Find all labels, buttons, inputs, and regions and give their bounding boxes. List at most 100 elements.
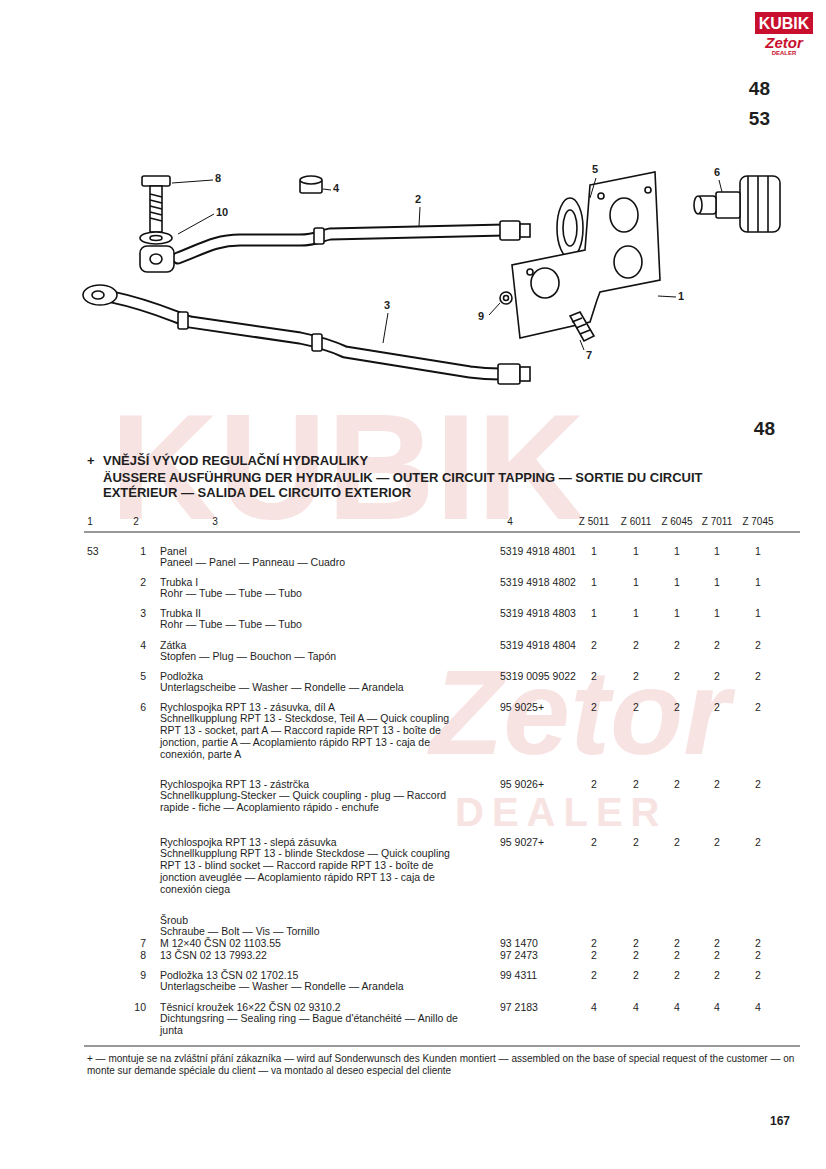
quantity-cell: 2 — [665, 937, 689, 949]
quantity-cell: 4 — [624, 1001, 648, 1013]
heading-mark: + — [87, 453, 95, 468]
quantity-cell: 2 — [746, 969, 770, 981]
quantity-cell: 2 — [705, 949, 729, 961]
part-number: 95 9026+ — [500, 778, 544, 790]
quantity-cell: 1 — [746, 607, 770, 619]
part-number: 95 9025+ — [500, 701, 544, 713]
column-header: 4 — [500, 516, 520, 527]
column-header: Z 5011 — [574, 516, 614, 527]
logo-box — [755, 12, 813, 34]
column-header: Z 6045 — [657, 516, 697, 527]
quantity-cell: 1 — [746, 545, 770, 557]
quantity-cell: 2 — [624, 670, 648, 682]
item-number: 5 — [122, 670, 146, 682]
quantity-cell: 2 — [705, 639, 729, 651]
callout-number: 9 — [478, 310, 484, 322]
quantity-cell: 2 — [665, 701, 689, 713]
quantity-cell: 1 — [705, 576, 729, 588]
column-header: 2 — [126, 516, 146, 527]
column-header: Z 7011 — [697, 516, 737, 527]
callout-number: 6 — [714, 166, 720, 178]
part-name: Těsnicí kroužek 16×22 ČSN 02 9310.2 — [160, 1001, 480, 1013]
quantity-cell: 2 — [624, 949, 648, 961]
fittings — [83, 172, 780, 384]
part-translation: Paneel — Panel — Panneau — Cuadro — [160, 556, 460, 568]
quantity-cell: 4 — [582, 1001, 606, 1013]
part-name: Rychlospojka RPT 13 - zásuvka, díl A — [160, 701, 480, 713]
item-number: 2 — [122, 576, 146, 588]
section-number: 48 — [720, 78, 770, 100]
quantity-cell: 2 — [582, 836, 606, 848]
quantity-cell: 2 — [665, 670, 689, 682]
table-cell: 53 — [87, 545, 99, 557]
callout-number: 3 — [384, 299, 390, 311]
quantity-cell: 2 — [582, 949, 606, 961]
quantity-cell: 2 — [746, 639, 770, 651]
logo-text: Zetor — [756, 35, 812, 51]
item-number: 6 — [122, 701, 146, 713]
leader-lines — [172, 178, 722, 350]
quantity-cell: 4 — [705, 1001, 729, 1013]
part-translation: Dichtungsring — Sealing ring — Bague d'é… — [160, 1012, 460, 1036]
callout-number: 7 — [586, 349, 592, 361]
part-name: Rychlospojka RPT 13 - zástrčka — [160, 778, 480, 790]
item-number: 3 — [122, 607, 146, 619]
logo-text: DEALER — [756, 50, 812, 57]
quantity-cell: 2 — [665, 949, 689, 961]
callout-number: 2 — [415, 193, 421, 205]
callout-number: 5 — [592, 163, 598, 175]
part-translation: Schraube — Bolt — Vis — Tornillo — [160, 925, 460, 937]
part-number: 5319 4918 4803 — [500, 607, 576, 619]
heading-title: VNĚJŠÍ VÝVOD REGULAČNÍ HYDRAULIKY — [103, 453, 368, 468]
quantity-cell: 4 — [665, 1001, 689, 1013]
part-translation: Schnellkupplung-Stecker — Quick coupling… — [160, 789, 460, 813]
part-number: 5319 4918 4804 — [500, 639, 576, 651]
quantity-cell: 2 — [624, 778, 648, 790]
quantity-cell: 1 — [746, 576, 770, 588]
item-number: 9 — [122, 969, 146, 981]
quantity-cell: 2 — [665, 639, 689, 651]
part-number: 5319 4918 4801 — [500, 545, 576, 557]
quantity-cell: 2 — [582, 639, 606, 651]
tubes — [112, 230, 505, 374]
heading-subtitle: ÄUSSERE AUSFÜHRUNG DER HYDRAULIK — OUTER… — [103, 470, 723, 500]
quantity-cell: 1 — [582, 607, 606, 619]
part-number: 5319 0095 9022 — [500, 670, 576, 682]
quantity-cell: 2 — [746, 836, 770, 848]
quantity-cell: 2 — [746, 949, 770, 961]
part-name: 13 ČSN 02 13 7993.22 — [160, 949, 480, 961]
quantity-cell: 2 — [582, 701, 606, 713]
footnote: + — montuje se na zvláštní přání zákazní… — [87, 1053, 805, 1077]
quantity-cell: 2 — [705, 701, 729, 713]
quantity-cell: 2 — [582, 969, 606, 981]
quantity-cell: 2 — [582, 937, 606, 949]
callout-number: 1 — [678, 290, 684, 302]
callout-number: 10 — [216, 206, 228, 218]
logo-text: KUBIK — [756, 14, 812, 34]
part-name: Rychlospojka RPT 13 - slepá zásuvka — [160, 836, 480, 848]
quantity-cell: 1 — [665, 576, 689, 588]
part-name: Trubka II — [160, 607, 480, 619]
quantity-cell: 2 — [624, 836, 648, 848]
part-name: Podložka — [160, 670, 480, 682]
quantity-cell: 2 — [665, 969, 689, 981]
item-number: 4 — [122, 639, 146, 651]
quantity-cell: 2 — [624, 937, 648, 949]
quantity-cell: 1 — [624, 545, 648, 557]
quantity-cell: 1 — [582, 545, 606, 557]
item-number: 10 — [122, 1001, 146, 1013]
quantity-cell: 2 — [624, 969, 648, 981]
watermark: DEALER — [455, 790, 667, 834]
table-rule — [84, 1046, 800, 1047]
part-name: Zátka — [160, 639, 480, 651]
part-number: 5319 4918 4802 — [500, 576, 576, 588]
quantity-cell: 2 — [624, 639, 648, 651]
quantity-cell: 1 — [624, 607, 648, 619]
part-translation: Unterlagscheibe — Washer — Rondelle — Ar… — [160, 681, 460, 693]
quantity-cell: 1 — [665, 545, 689, 557]
figure-number: 48 — [725, 418, 775, 440]
quantity-cell: 2 — [665, 778, 689, 790]
quantity-cell: 2 — [705, 778, 729, 790]
